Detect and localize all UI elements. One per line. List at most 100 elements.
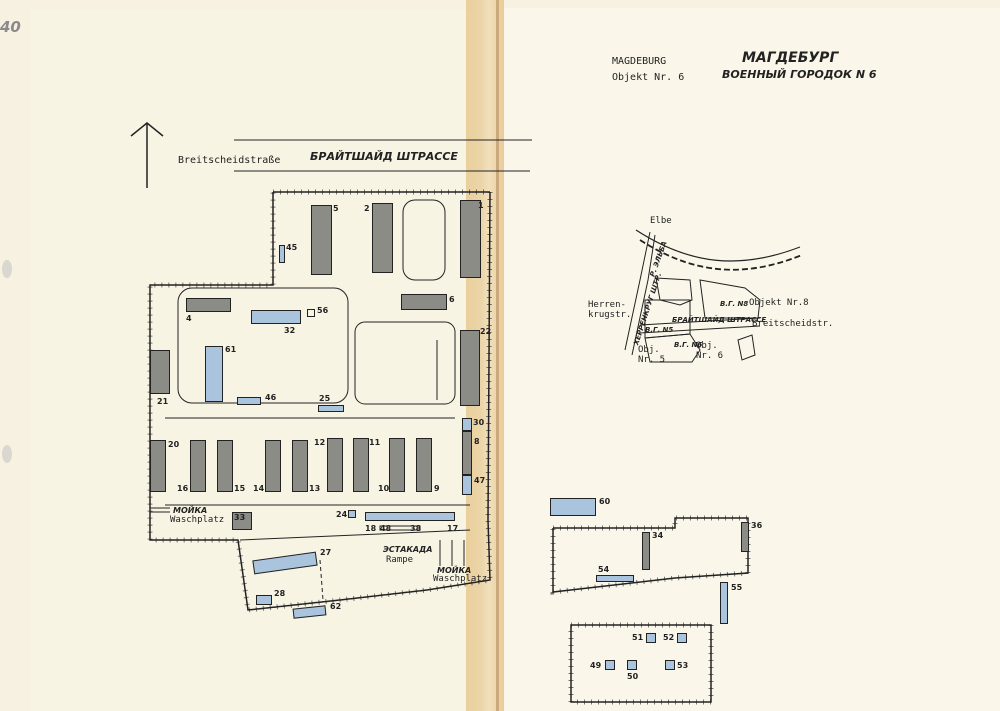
building-label: 17 (447, 524, 459, 533)
building-61 (205, 346, 223, 402)
building-label: 36 (751, 521, 763, 530)
building-label: 56 (317, 306, 329, 315)
building-label: 53 (677, 661, 689, 670)
square-2 (354, 321, 456, 405)
building-label: 30 (473, 418, 485, 427)
inset-breitscheid: Breitscheidstr. (752, 319, 834, 329)
wash2-label-ru: МОЙКА (437, 566, 472, 575)
inset-obj6: Obj. Nr. 6 (696, 341, 724, 361)
building-label: 22 (480, 327, 492, 336)
building-label: 8 (474, 437, 480, 446)
inset-elbe: Elbe (650, 216, 672, 226)
building-15 (217, 440, 233, 492)
inset-object-5 (644, 299, 691, 339)
building-30 (462, 418, 472, 431)
wash-label-de: Waschplatz (170, 515, 225, 525)
inset-object-8 (699, 279, 761, 319)
building-label: 11 (369, 438, 381, 447)
southeast-site-hatch (568, 622, 714, 705)
building-label: 6 (449, 295, 455, 304)
building-55 (720, 582, 728, 624)
left-page (30, 10, 500, 711)
building-label: 27 (320, 548, 332, 557)
building-label: 51 (632, 633, 644, 642)
ramp-label-ru: ЭСТАКАДА (383, 545, 433, 554)
building-16 (190, 440, 206, 492)
inset-herrenkrug: Herren- krugstr. (588, 300, 632, 320)
building-52 (677, 633, 687, 643)
city-russian: МАГДЕБУРГ (742, 50, 839, 66)
building-49 (605, 660, 615, 670)
building-label: 62 (330, 602, 342, 611)
building-54 (596, 575, 634, 582)
building-34 (642, 532, 650, 570)
building-47 (462, 475, 472, 495)
city-german: MAGDEBURG (612, 56, 667, 67)
building-60 (550, 498, 596, 516)
inset-obj8: Objekt Nr.8 (749, 298, 809, 308)
inset-map (624, 229, 803, 363)
building-label: 60 (599, 497, 611, 506)
building-21 (150, 350, 170, 394)
building-51 (646, 633, 656, 643)
building-32 (251, 310, 301, 324)
building-label: 33 (234, 513, 246, 522)
street-name-russian: БРАЙТШАЙД ШТРАССЕ (310, 150, 458, 163)
building-label: 2 (364, 204, 370, 213)
building-label: 21 (157, 397, 169, 406)
building-50 (627, 660, 637, 670)
building-14 (265, 440, 281, 492)
building-label: 5 (333, 204, 339, 213)
breitscheid-road (639, 317, 761, 326)
building-label: 38 (410, 524, 422, 533)
building-label: 47 (474, 476, 486, 485)
path-27 (319, 559, 324, 601)
page-fold (496, 0, 499, 711)
inset-block (655, 277, 693, 306)
building-label: 50 (627, 672, 639, 681)
inset-pond (737, 334, 756, 361)
building-label: 16 (177, 484, 189, 493)
building-label: 32 (284, 326, 296, 335)
building-9 (416, 438, 432, 492)
building-label: 55 (731, 583, 743, 592)
river-elbe-bank (635, 229, 801, 262)
building-20 (150, 440, 166, 492)
inset-vg8: В.Г. N8 (720, 300, 749, 308)
building-4 (186, 298, 231, 312)
inset-vg5: В.Г. N5 (645, 326, 674, 334)
east-site-hatch (550, 515, 751, 595)
building-53 (665, 660, 675, 670)
building-label: 54 (598, 565, 610, 574)
building-label: 61 (225, 345, 237, 354)
parade-ground (177, 287, 349, 404)
object-german: Objekt Nr. 6 (612, 72, 685, 83)
ramp-mark (379, 525, 421, 531)
object-russian: ВОЕННЫЙ ГОРОДОК N 6 (722, 68, 877, 81)
building-label: 4 (186, 314, 192, 323)
building-label: 15 (234, 484, 246, 493)
building-label: 20 (168, 440, 180, 449)
building-label: 49 (590, 661, 602, 670)
street-name-german: Breitscheidstraße (178, 155, 281, 166)
herrenkrug-road (624, 231, 651, 351)
building-13 (292, 440, 308, 492)
building-label: 1 (478, 201, 484, 210)
yard-3 (402, 199, 446, 281)
building-label: 24 (336, 510, 348, 519)
building-24 (348, 510, 356, 518)
inset-brait-ru: БРАЙТШАЙД ШТРАССЕ (672, 316, 767, 324)
building-1 (460, 200, 481, 278)
corner-number: 40 (0, 18, 21, 36)
herrenkrug-road-edge (631, 234, 656, 356)
ramp-label-de: Rampe (386, 555, 414, 565)
railway (639, 239, 803, 271)
breitscheid-road-edge (639, 325, 761, 334)
inset-obj5: Obj. Nr. 5 (638, 345, 666, 365)
building-label: 48 (380, 524, 392, 533)
road-yard (239, 529, 471, 541)
building-label: 12 (314, 438, 326, 447)
building-label: 14 (253, 484, 265, 493)
